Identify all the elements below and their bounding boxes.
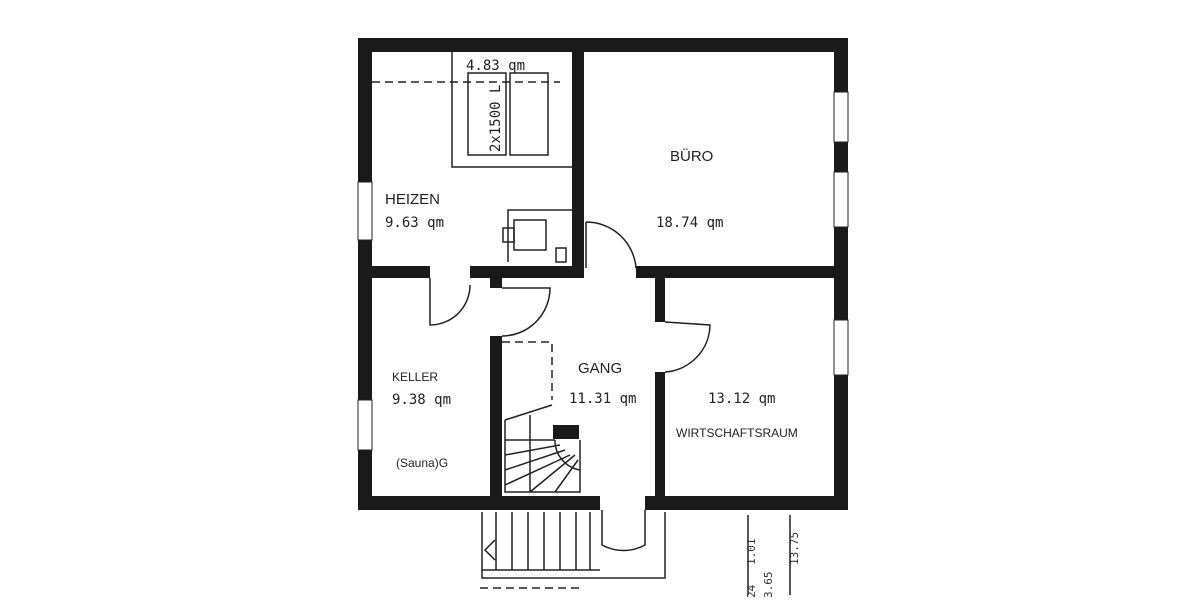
room-area-buero: 18.74 qm	[656, 215, 723, 231]
entrance-stairs	[480, 512, 666, 589]
arrow-icon	[483, 539, 496, 561]
window	[833, 171, 849, 228]
oil-tank: 4.83 qm 2x1500 L	[372, 52, 572, 168]
wall-mid-1	[358, 266, 430, 278]
wall-mid-2	[470, 266, 584, 278]
staircase	[502, 341, 581, 493]
window	[833, 319, 849, 376]
boiler	[502, 209, 572, 263]
tank-area: 4.83 qm	[466, 58, 525, 74]
window	[833, 91, 849, 143]
dimension-365: 3.65	[762, 572, 775, 599]
room-name-keller: KELLER	[392, 370, 438, 384]
door-entrance	[601, 510, 646, 552]
wall-heizen-buero	[572, 52, 584, 272]
dimensions: 24 1.01 3.65 13.75	[745, 515, 801, 598]
dimension-101: 1.01	[745, 539, 758, 566]
room-name-buero: BÜRO	[670, 147, 713, 165]
room-area-wirtschaftsraum: 13.12 qm	[708, 391, 775, 407]
dimension-1375: 13.75	[788, 532, 801, 565]
sauna-label: (Sauna)G	[396, 456, 448, 470]
door-gang-keller	[501, 287, 551, 337]
window	[357, 399, 373, 451]
room-area-keller: 9.38 qm	[392, 392, 451, 408]
door-buero	[585, 221, 637, 269]
window	[357, 181, 373, 241]
door-keller	[429, 278, 471, 326]
dimension-24: 24	[745, 584, 758, 598]
room-area-heizen: 9.63 qm	[385, 215, 444, 231]
room-name-heizen: HEIZEN	[385, 191, 440, 208]
wall-mid-3	[636, 266, 848, 278]
room-area-gang: 11.31 qm	[569, 391, 636, 407]
tank-label: 2x1500 L	[488, 85, 504, 152]
wall-bottom-right	[645, 496, 848, 510]
wall-gang-wirtschaft-2	[655, 372, 665, 498]
wall-bottom-left	[358, 496, 600, 510]
door-wirtschaft	[664, 321, 711, 373]
doors	[429, 221, 711, 552]
wall-top	[358, 38, 848, 52]
walls	[357, 38, 849, 510]
wall-keller-gang	[490, 336, 502, 498]
wall-gang-wirtschaft-1	[655, 278, 665, 322]
room-name-wirtschaftsraum: WIRTSCHAFTSRAUM	[676, 426, 798, 440]
wall-keller-gang-stub	[490, 278, 502, 288]
room-name-gang: GANG	[578, 360, 622, 377]
